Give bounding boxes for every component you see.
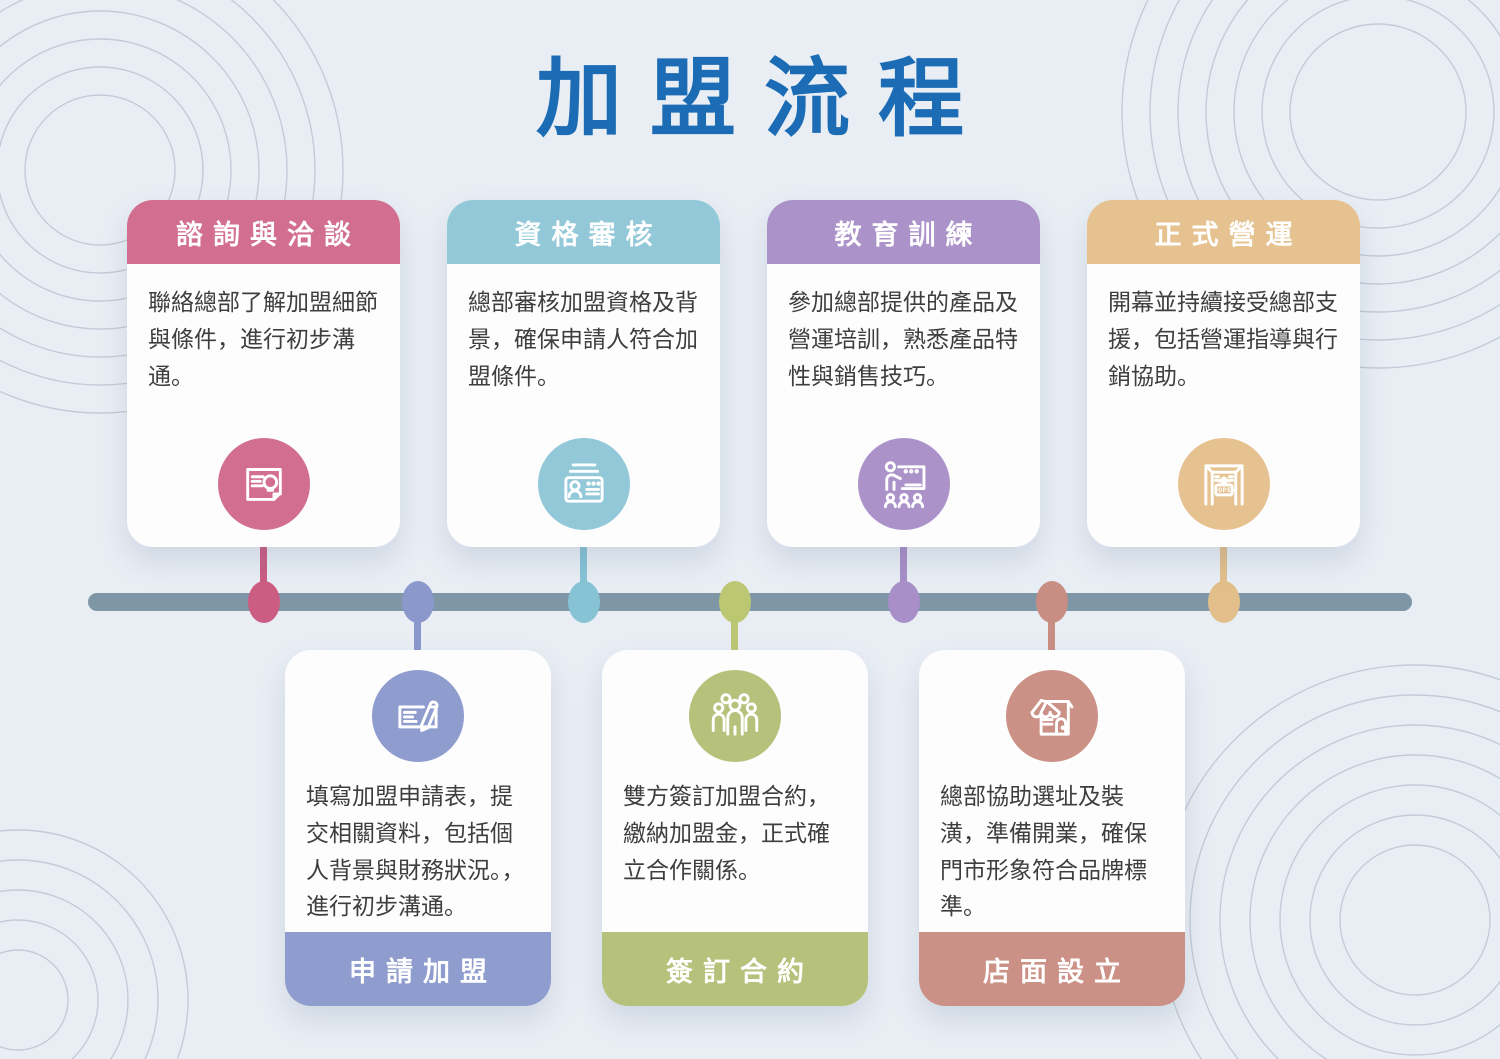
timeline-connector [1048,604,1055,676]
rings-bottom-right [1159,664,1500,1059]
step-title: 諮詢與洽談 [127,200,400,264]
step-card-grand-opening: 正式營運 開幕並持續接受總部支援，包括營運指導與行銷協助。 OPEN [1087,200,1360,547]
timeline-dot [888,581,920,623]
timeline-dot [1036,581,1068,623]
timeline-connector [260,527,267,599]
people-group-icon [689,670,781,762]
step-title: 資格審核 [447,200,720,264]
step-card-application: 填寫加盟申請表，提交相關資料，包括個人背景與財務狀況。，進行初步溝通。 申請加盟 [285,650,551,1006]
rings-bottom-left [0,829,189,1059]
timeline-connector [580,527,587,599]
step-card-contract: 雙方簽訂加盟合約，繳納加盟金，正式確立合作關係。 簽訂合約 [602,650,868,1006]
idea-document-icon [217,438,310,530]
step-card-store-setup: 總部協助選址及裝潢，準備開業，確保門市形象符合品牌標準。 店面設立 [919,650,1185,1006]
timeline-dot [248,581,280,623]
step-title: 店面設立 [919,932,1185,1006]
step-card-consultation: 諮詢與洽談 聯絡總部了解加盟細節與條件，進行初步溝通。 [127,200,400,547]
step-description: 總部審核加盟資格及背景，確保申請人符合加盟條件。 [468,289,698,389]
timeline-dot [719,581,751,623]
timeline-dot [402,581,434,623]
open-sign-icon: OPEN [1177,438,1270,530]
step-description: 填寫加盟申請表，提交相關資料，包括個人背景與財務狀況。，進行初步溝通。 [306,783,525,920]
timeline-dot [1208,581,1240,623]
step-title: 正式營運 [1087,200,1360,264]
step-description: 聯絡總部了解加盟細節與條件，進行初步溝通。 [148,289,378,389]
timeline-connector [731,604,738,676]
step-description: 雙方簽訂加盟合約，繳納加盟金，正式確立合作關係。 [623,783,830,883]
step-title: 申請加盟 [285,932,551,1006]
step-title: 教育訓練 [767,200,1040,264]
svg-text:OPEN: OPEN [1218,487,1236,495]
id-cards-icon [537,438,630,530]
form-pen-icon [372,670,464,762]
rings-top-left [0,0,344,414]
rings-top-right [1121,0,1500,369]
timeline-connector [1220,527,1227,599]
page-title: 加盟流程 [536,48,992,149]
storefront-icon [1006,670,1098,762]
step-card-qualification: 資格審核 總部審核加盟資格及背景，確保申請人符合加盟條件。 [447,200,720,547]
timeline-dot [568,581,600,623]
step-description: 開幕並持續接受總部支援，包括營運指導與行銷協助。 [1108,289,1338,389]
step-card-training: 教育訓練 參加總部提供的產品及營運培訓，熟悉產品特性與銷售技巧。 [767,200,1040,547]
step-description: 參加總部提供的產品及營運培訓，熟悉產品特性與銷售技巧。 [788,289,1018,389]
timeline-connector [414,604,421,676]
step-description: 總部協助選址及裝潢，準備開業，確保門市形象符合品牌標準。 [940,783,1147,920]
timeline-connector [900,527,907,599]
training-board-icon [857,438,950,530]
step-title: 簽訂合約 [602,932,868,1006]
